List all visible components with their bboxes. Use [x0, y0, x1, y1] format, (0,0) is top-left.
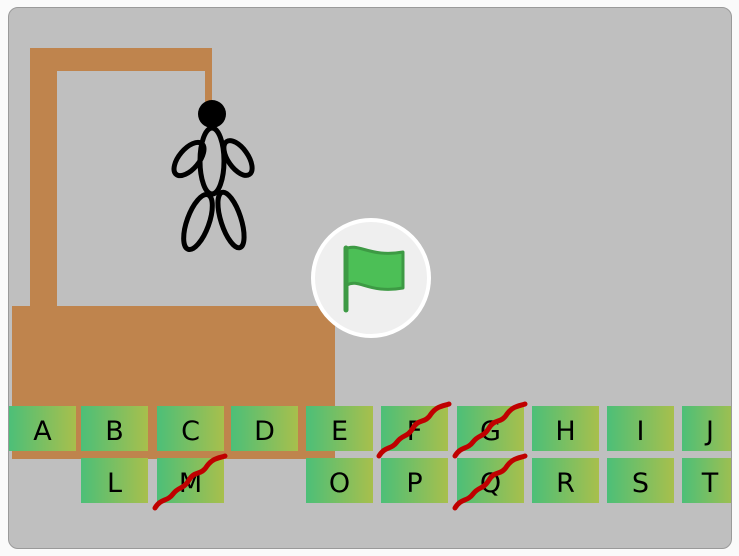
- figure-body: [197, 125, 227, 197]
- green-flag-icon: [343, 245, 405, 313]
- letter-tile-s[interactable]: S: [607, 458, 674, 503]
- letter-tile-f[interactable]: F: [376, 401, 452, 459]
- letter-tile-q[interactable]: Q: [452, 453, 528, 511]
- letter-tile-g[interactable]: G: [452, 401, 528, 459]
- gallows-post: [30, 63, 57, 308]
- letter-label: P: [406, 468, 423, 499]
- letter-label: G: [480, 416, 501, 447]
- gallows-top-beam: [30, 48, 212, 71]
- letter-tile-t[interactable]: T: [682, 458, 731, 503]
- letter-tile-r[interactable]: R: [532, 458, 599, 503]
- letter-label: J: [706, 416, 714, 447]
- letter-label: H: [555, 416, 576, 447]
- green-flag-button[interactable]: [311, 218, 431, 338]
- letter-tile-h[interactable]: H: [532, 406, 599, 451]
- letter-label: I: [636, 416, 645, 447]
- letter-label: A: [33, 416, 52, 447]
- figure-right-leg: [215, 189, 247, 251]
- letter-label: F: [406, 416, 423, 447]
- letter-tile-l[interactable]: L: [81, 458, 148, 503]
- letter-tile-b[interactable]: B: [81, 406, 148, 451]
- figure-right-arm: [221, 138, 255, 178]
- letter-tile-p[interactable]: P: [381, 458, 448, 503]
- hangman-figure: [171, 100, 255, 253]
- letter-label: L: [106, 468, 123, 499]
- letter-tile-a[interactable]: A: [9, 406, 76, 451]
- letter-label: B: [105, 416, 124, 447]
- letter-label: T: [701, 468, 719, 499]
- letter-tile-m[interactable]: M: [152, 453, 228, 511]
- letter-label: Q: [479, 468, 502, 499]
- letter-label: O: [328, 468, 351, 499]
- letter-tile-d[interactable]: D: [231, 406, 298, 451]
- figure-left-arm: [171, 139, 207, 179]
- letter-label: C: [181, 416, 200, 447]
- gallows-rope: [205, 48, 212, 108]
- letter-tile-o[interactable]: O: [306, 458, 373, 503]
- letter-label: R: [556, 468, 575, 499]
- letter-tile-c[interactable]: C: [157, 406, 224, 451]
- game-stage[interactable]: A B C D E F G H I J L M O P Q R S T: [8, 7, 732, 549]
- letter-label: D: [254, 416, 275, 447]
- letter-label: S: [631, 468, 650, 499]
- letter-label: E: [330, 416, 349, 447]
- letter-label: M: [178, 468, 203, 499]
- letter-tile-e[interactable]: E: [306, 406, 373, 451]
- figure-left-leg: [181, 191, 215, 253]
- letter-tile-i[interactable]: I: [607, 406, 674, 451]
- figure-head: [198, 100, 226, 128]
- letter-tile-j[interactable]: J: [682, 406, 731, 451]
